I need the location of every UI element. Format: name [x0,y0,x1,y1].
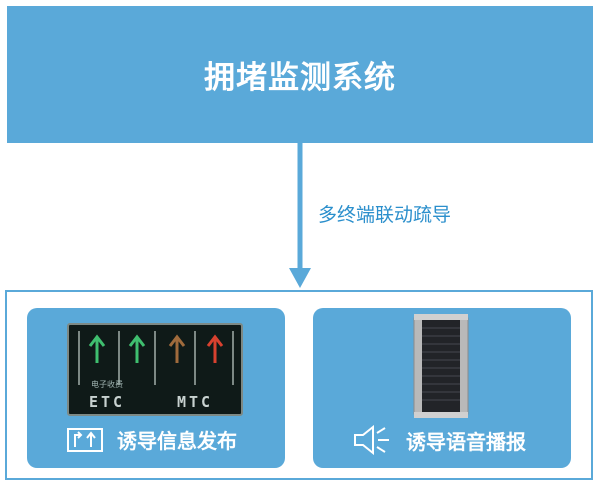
green-arrow-icon [88,334,106,363]
lane-mtc-label: MTC [177,393,214,411]
turn-arrows-icon [67,427,103,452]
voice-broadcast-footer: 诱导语音播报 [352,425,526,455]
speaker-device [413,314,469,418]
lane-sign: 电子收费 ETC MTC [67,323,243,416]
connector-label: 多终端联动疏导 [318,204,452,226]
voice-broadcast-label: 诱导语音播报 [406,429,526,454]
green-arrow-icon [128,334,146,363]
brown-arrow-icon [168,334,186,363]
lane-etc-label: ETC [89,393,126,411]
down-arrow-connector [289,143,311,288]
sign-caption: 电子收费 [91,380,123,389]
guidance-info-footer: 诱导信息发布 [67,425,237,454]
lane-arrows [78,331,234,385]
red-arrow-icon [206,334,224,363]
top-system-box: 拥堵监测系统 [7,6,593,143]
system-title: 拥堵监测系统 [204,60,396,96]
speaker-icon [352,425,392,455]
guidance-info-label: 诱导信息发布 [117,429,237,453]
